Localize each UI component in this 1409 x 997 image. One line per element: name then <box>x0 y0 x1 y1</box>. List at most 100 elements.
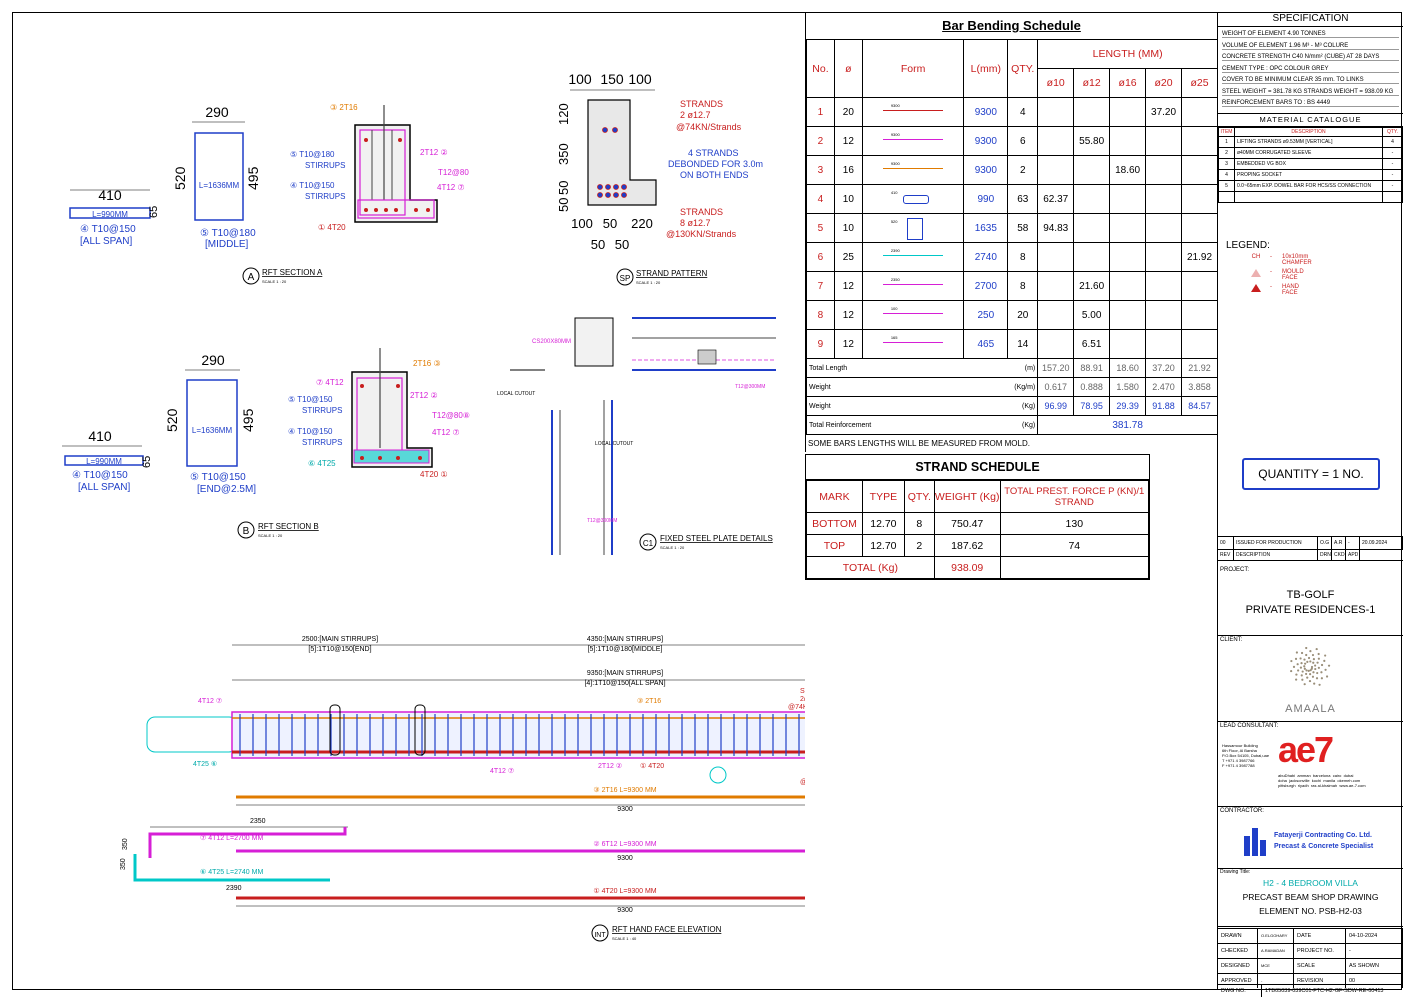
bbs-row-value <box>1181 184 1218 214</box>
dia-col-1: ø12 <box>1073 68 1111 98</box>
plate-badge: C1 <box>643 539 654 548</box>
plate-title: FIXED STEEL PLATE DETAILS <box>660 534 773 543</box>
bbs-total-value: 18.60 <box>1109 358 1147 378</box>
bbs-row-dia: 12 <box>833 329 863 359</box>
dwg-label: DWG NO. <box>1218 985 1262 997</box>
svg-text:[ALL SPAN]: [ALL SPAN] <box>78 482 130 493</box>
bbs-row-value <box>1073 242 1111 272</box>
bbs-total-reinf-label: Total Reinforcement <box>805 415 964 435</box>
bbs-row-value <box>1037 271 1075 301</box>
svg-text:410: 410 <box>88 428 112 444</box>
bbs-row-value <box>1073 213 1111 243</box>
spec-line: STEEL WEIGHT = 381.78 KG STRANDS WEIGHT … <box>1222 89 1399 96</box>
bbs-row-value: 62.37 <box>1037 184 1075 214</box>
elevation-title: RFT HAND FACE ELEVATION <box>612 925 722 934</box>
svg-text:520: 520 <box>172 166 188 190</box>
svg-text:2T12 ②: 2T12 ② <box>410 391 438 400</box>
elevation: 2500:[MAIN STIRRUPS] [5]:1T10@150[END] 4… <box>120 636 805 914</box>
bbs-row-qty: 6 <box>1007 126 1039 156</box>
bbs-row-value <box>1145 126 1182 156</box>
signoff-cell: CHECKED <box>1218 944 1258 958</box>
bbs-total-value: 3.858 <box>1181 377 1218 397</box>
signoff-cell: O.ELGOHARY <box>1258 929 1294 943</box>
bbs-form-label: 165 <box>890 335 898 340</box>
svg-text:50: 50 <box>615 237 629 252</box>
col-length: L(mm) <box>963 39 1009 98</box>
bbs-total-reinf-unit: (Kg) <box>963 415 1039 435</box>
svg-text:495: 495 <box>245 166 261 190</box>
svg-text:4T12 ⑦: 4T12 ⑦ <box>198 697 222 705</box>
strand-col-3: WEIGHT (Kg) <box>933 480 1001 513</box>
bbs-row-value <box>1145 300 1182 330</box>
svg-text:④ T10@150: ④ T10@150 <box>288 427 333 436</box>
bbs-total-value: 91.88 <box>1145 396 1182 416</box>
section-a-cross: ③ 2T16 ⑤ T10@180 STIRRUPS ④ T10@150 STIR… <box>290 103 469 232</box>
svg-text:4T12 ⑦: 4T12 ⑦ <box>490 767 514 775</box>
bbs-total-unit: (Kg) <box>963 396 1039 416</box>
bbs-total-value: 157.20 <box>1037 358 1075 378</box>
bbs-row-form: 165 <box>861 329 965 359</box>
svg-text:2 ø12.7: 2 ø12.7 <box>680 110 711 120</box>
svg-text:290: 290 <box>205 104 229 120</box>
svg-text:⑥ 4T25 L=2740 MM: ⑥ 4T25 L=2740 MM <box>200 868 263 876</box>
svg-text:@130KN/Strands: @130KN/Strands <box>666 229 737 239</box>
svg-text:410: 410 <box>98 187 122 203</box>
material-cell: - <box>1382 147 1403 159</box>
plate-scale: SCALE 1 : 20 <box>660 545 685 550</box>
svg-text:T12@300MM: T12@300MM <box>735 384 765 390</box>
bbs-row-value <box>1109 271 1147 301</box>
client-label: CLIENT: <box>1220 637 1243 643</box>
bbs-total-value: 96.99 <box>1037 396 1075 416</box>
svg-text:② 6T12 L=9300 MM: ② 6T12 L=9300 MM <box>593 840 656 848</box>
consultant-address: Hassamour Building 6th Floor, Al Barsha … <box>1222 743 1270 768</box>
rev-cell: O.G <box>1318 537 1332 549</box>
bbs-total-value: 1.580 <box>1109 377 1147 397</box>
strand-cell: 8 <box>903 512 935 535</box>
bbs-total-value: 0.617 <box>1037 377 1075 397</box>
strand-col-0: MARK <box>806 480 863 513</box>
svg-text:350: 350 <box>120 858 127 870</box>
spec-title: SPECIFICATION <box>1218 12 1403 27</box>
bbs-row-form: 100 <box>861 300 965 330</box>
svg-text:50: 50 <box>556 181 571 195</box>
signoff-cell: DATE <box>1294 929 1346 943</box>
bbs-row-length: 2700 <box>963 271 1009 301</box>
bbs-total-reinf-value: 381.78 <box>1037 415 1218 435</box>
signoff-cell: - <box>1346 944 1403 958</box>
bbs-row-form: 2390 <box>861 242 965 272</box>
bbs-row-no: 4 <box>806 184 835 214</box>
contractor-tagline: Precast & Concrete Specialist <box>1274 843 1374 850</box>
hand-face-icon <box>1248 284 1264 294</box>
bbs-total-value: 0.888 <box>1073 377 1111 397</box>
bbs-row-length: 250 <box>963 300 1009 330</box>
bbs-row-qty: 58 <box>1007 213 1039 243</box>
bbs-row-value <box>1109 184 1147 214</box>
svg-text:STRANDS: STRANDS <box>800 688 805 695</box>
strand-cell: 187.62 <box>933 534 1001 557</box>
bbs-row-value <box>1109 300 1147 330</box>
rev-cell: A.R <box>1332 537 1346 549</box>
bbs-note: SOME BARS LENGTHS WILL BE MEASURED FROM … <box>808 439 1030 448</box>
bbs-form-shape <box>882 313 943 317</box>
bbs-row-value <box>1109 213 1147 243</box>
svg-text:100: 100 <box>568 71 592 87</box>
bbs-row-value <box>1181 126 1218 156</box>
bbs-row-qty: 14 <box>1007 329 1039 359</box>
bbs-form-shape <box>882 139 943 143</box>
strand-pattern: 100 150 100 120 350 50 50 STRANDS 2 ø12.… <box>556 71 763 252</box>
svg-text:2500:[MAIN STIRRUPS]: 2500:[MAIN STIRRUPS] <box>302 636 378 643</box>
contractor-logo-icon <box>1244 828 1266 856</box>
bbs-row-value <box>1181 300 1218 330</box>
rev-header-cell: DESCRIPTION <box>1234 550 1318 560</box>
svg-text:50: 50 <box>591 237 605 252</box>
svg-text:495: 495 <box>240 408 256 432</box>
svg-text:2T12 ②: 2T12 ② <box>420 148 448 157</box>
signoff-cell: A.RAMADAN <box>1258 944 1294 958</box>
bbs-total-value: 21.92 <box>1181 358 1218 378</box>
svg-text:L=1636MM: L=1636MM <box>192 426 233 435</box>
